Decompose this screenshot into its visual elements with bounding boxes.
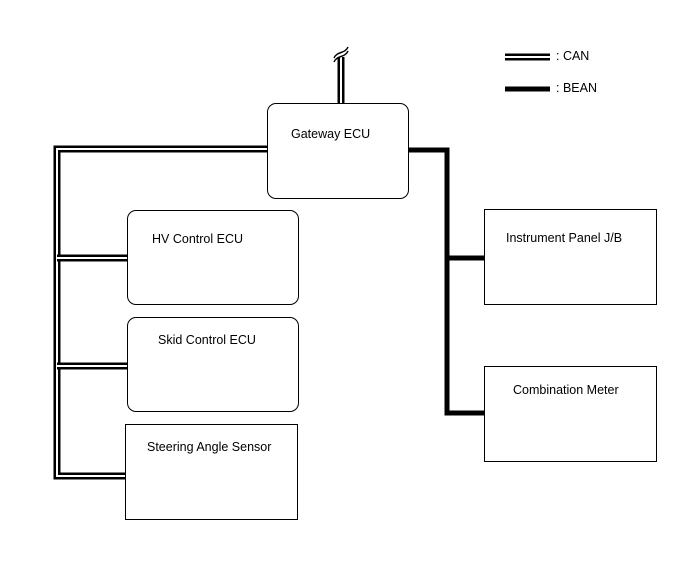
steering-angle-sensor-box: Steering Angle Sensor [125,424,298,520]
combination-meter-box: Combination Meter [484,366,657,462]
instrument-panel-jb-label: Instrument Panel J/B [506,231,623,245]
bean-bus [408,147,486,416]
legend-symbols [505,53,550,92]
bean-trunk [408,147,486,416]
legend-bean-label: : BEAN [556,81,597,95]
hv-control-ecu-label: HV Control ECU [152,232,243,246]
skid-control-ecu-label: Skid Control ECU [158,333,256,347]
hv-control-ecu-box: HV Control ECU [127,210,299,305]
gateway-ecu-box: Gateway ECU [267,103,409,199]
steering-angle-sensor-label: Steering Angle Sensor [147,440,272,454]
combination-meter-label: Combination Meter [513,383,619,397]
legend-can-label: : CAN [556,49,590,63]
can-bus [53,46,349,480]
can-break-mark [333,46,349,59]
skid-control-ecu-box: Skid Control ECU [127,317,299,412]
gateway-ecu-label: Gateway ECU [291,127,371,141]
instrument-panel-jb-box: Instrument Panel J/B [484,209,657,305]
